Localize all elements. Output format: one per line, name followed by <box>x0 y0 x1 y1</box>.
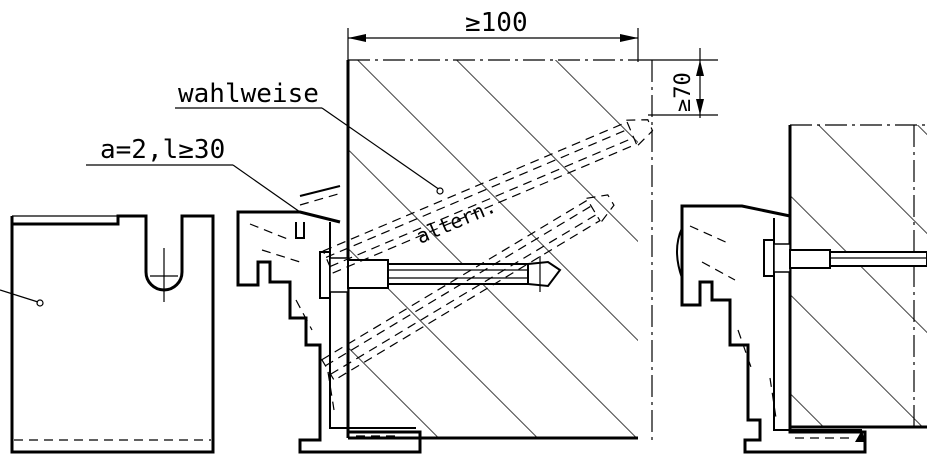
leader-optional: wahlweise <box>175 79 444 195</box>
wall-section-right <box>788 124 927 429</box>
dimension-min-width-label: ≥100 <box>465 8 528 38</box>
label-optional: wahlweise <box>178 79 319 109</box>
slot-plate-detail <box>0 214 215 454</box>
anchor-alternate-lower <box>320 194 615 382</box>
leader-weld: a=2,l≥30 <box>86 135 301 213</box>
dimension-min-edge-label: ≥70 <box>671 72 696 112</box>
frame-profile-right <box>676 204 867 454</box>
anchor-bolt-right <box>763 239 927 277</box>
dimension-edge-distance: ≥70 <box>640 48 718 118</box>
label-weld-spec: a=2,l≥30 <box>100 135 225 165</box>
wall-section-main <box>346 59 653 445</box>
dimension-width: ≥100 <box>347 8 639 62</box>
